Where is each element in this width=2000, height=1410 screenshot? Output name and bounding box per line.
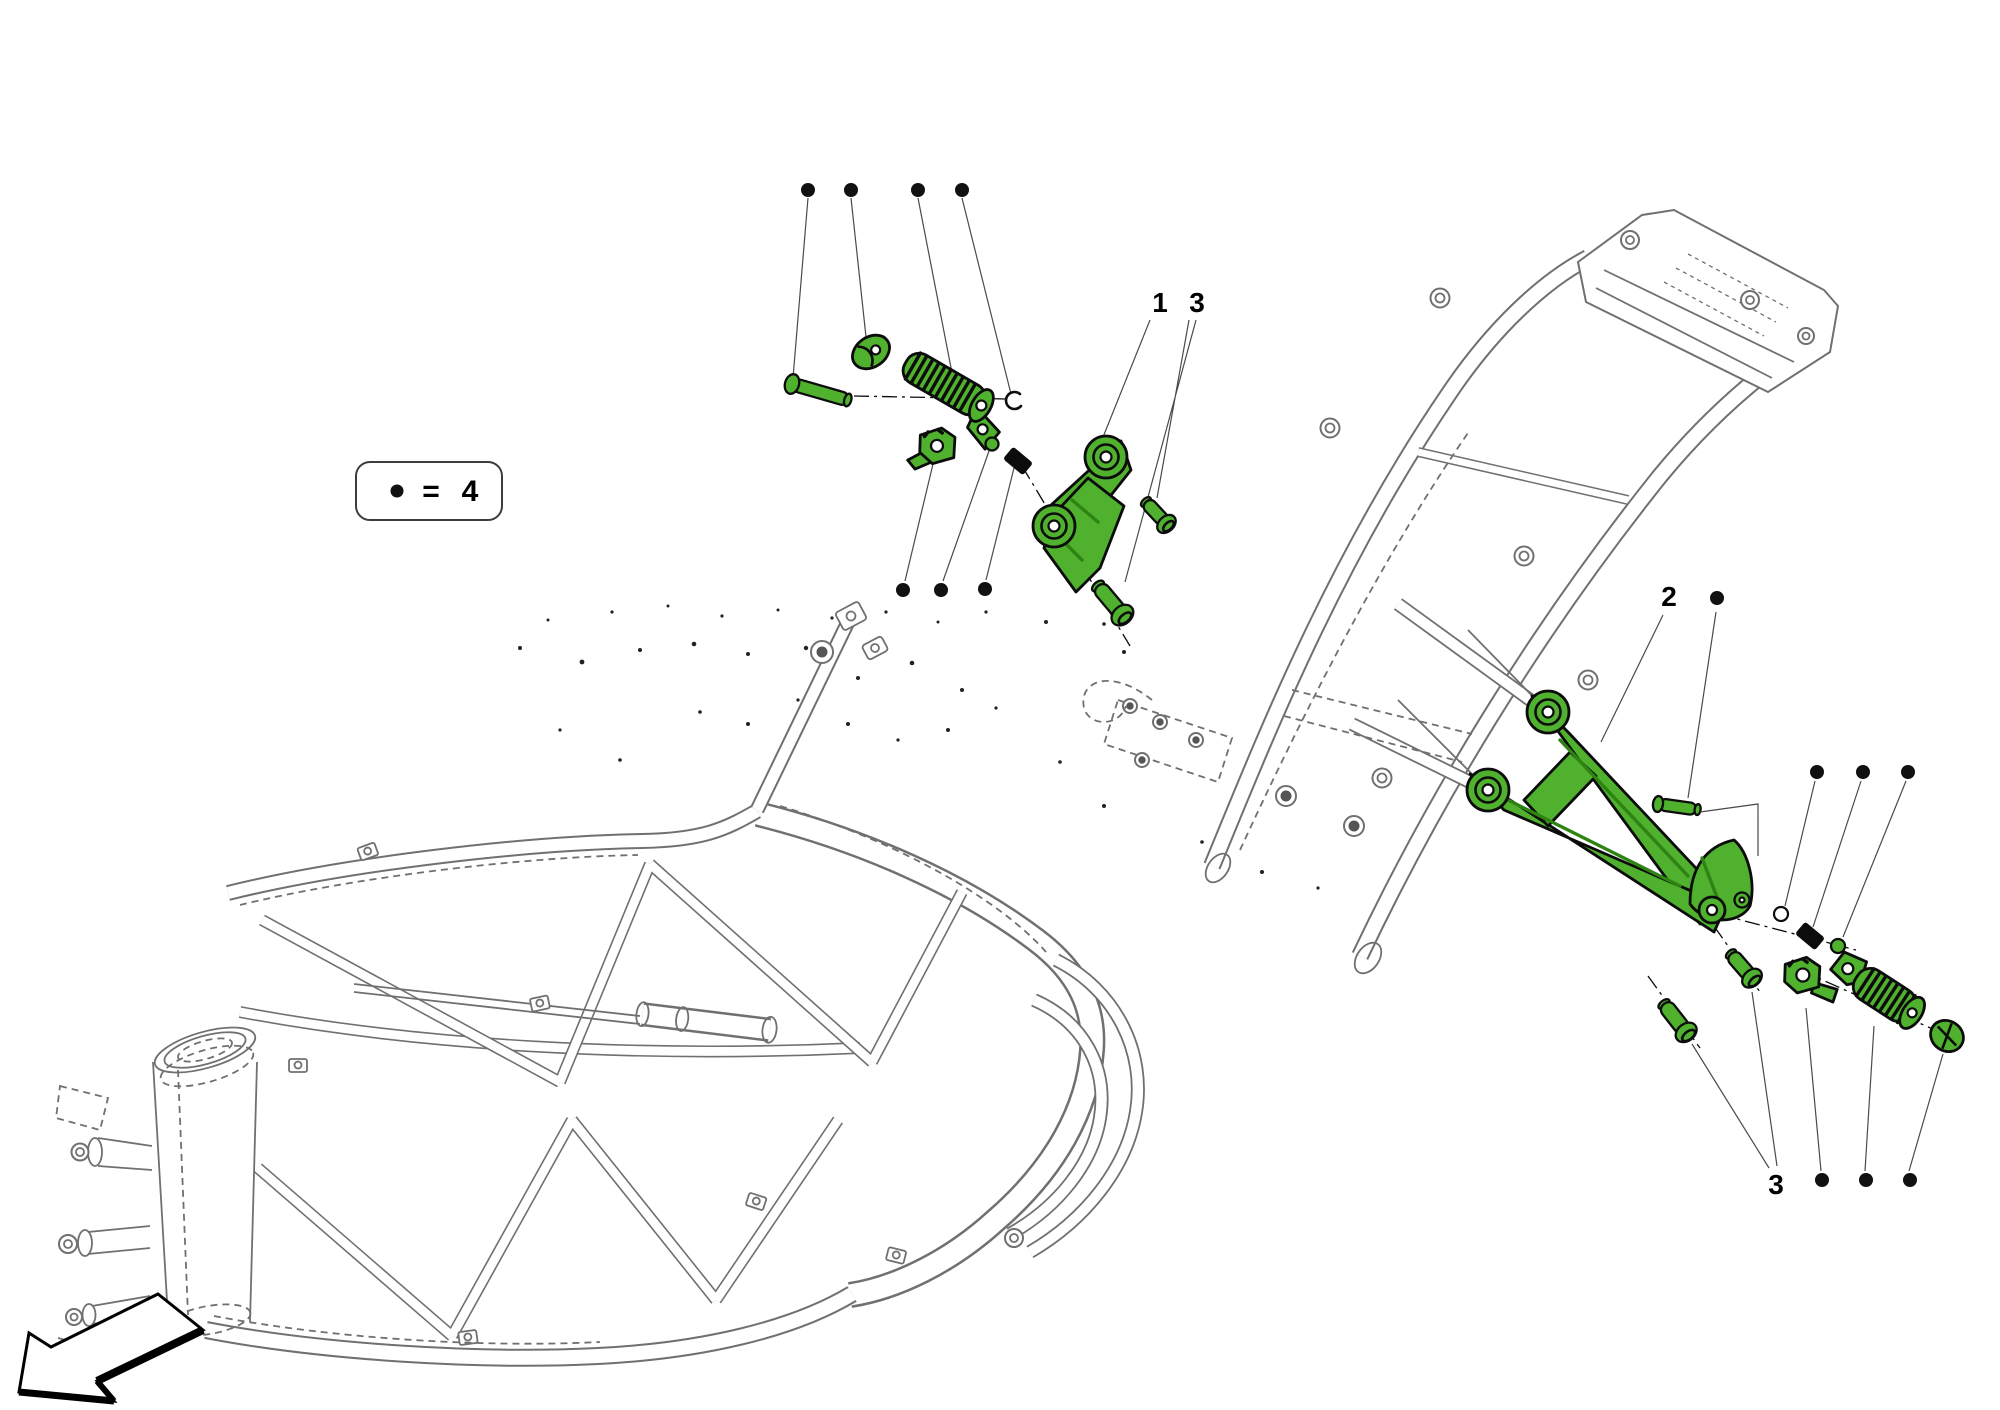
quantity-dots-right	[1810, 765, 1915, 779]
rubber-block-rear	[1796, 922, 1824, 950]
legend-quantity: 4	[462, 475, 479, 508]
legend-equals: =	[422, 475, 440, 508]
legend-box: = 4	[355, 461, 503, 521]
subframe-lower-brackets	[1082, 680, 1383, 975]
quantity-dots-bottom	[1815, 1173, 1917, 1187]
footpeg-screw-cap	[1929, 1018, 1965, 1054]
footpeg-end-cap	[851, 333, 891, 371]
assembly-axis-lines	[853, 395, 1963, 1049]
mount-bolt-lower	[1657, 997, 1698, 1044]
headstock	[152, 1026, 258, 1337]
bracket-bolt-upper	[1139, 496, 1177, 535]
legend-dot-icon	[390, 484, 404, 498]
adjuster-pin	[1651, 794, 1702, 817]
main-frame-drawing	[50, 601, 1145, 1378]
quantity-dots-upper	[801, 183, 969, 197]
quantity-dots-middle	[896, 582, 992, 597]
rear-subframe-drawing	[1082, 208, 1840, 975]
trellis-tubes	[254, 859, 968, 1341]
direction-arrow-icon	[17, 1292, 206, 1405]
front-footpeg	[901, 351, 1001, 451]
peg-clamp-bracket	[906, 426, 957, 471]
callout-3-upper[interactable]: 3	[1189, 287, 1205, 318]
mount-bolt-upper	[1724, 948, 1763, 989]
cross-shaft-cylinder	[635, 1001, 778, 1044]
quantity-dot-part2	[1710, 591, 1724, 605]
rubber-block	[1004, 447, 1032, 475]
callout-2[interactable]: 2	[1661, 581, 1677, 612]
circlip	[1004, 390, 1023, 411]
bracket-bolt-lower	[1090, 579, 1135, 627]
callout-3-lower[interactable]: 3	[1768, 1169, 1784, 1200]
callout-1[interactable]: 1	[1152, 287, 1168, 318]
detent-ball-rear	[1829, 937, 1847, 955]
front-footpeg-assembly	[783, 333, 1177, 627]
subframe-top-plate	[1576, 208, 1840, 394]
peg-clamp-bracket-rear	[1783, 955, 1839, 1004]
detent-ball	[984, 436, 1000, 452]
footpeg-pivot-pin	[783, 373, 853, 408]
upright-lugs	[810, 601, 889, 664]
rear-footpeg	[1829, 950, 1926, 1030]
frame-clips	[288, 842, 907, 1346]
rear-footrest-bracket-assembly	[1465, 689, 1965, 1054]
washer-ring	[1772, 905, 1790, 923]
rear-bracket-arm	[1465, 689, 1754, 934]
subframe-bosses	[1275, 287, 1599, 837]
speckle-dots	[518, 604, 1320, 890]
footpeg-hanger-bracket	[1031, 434, 1133, 594]
